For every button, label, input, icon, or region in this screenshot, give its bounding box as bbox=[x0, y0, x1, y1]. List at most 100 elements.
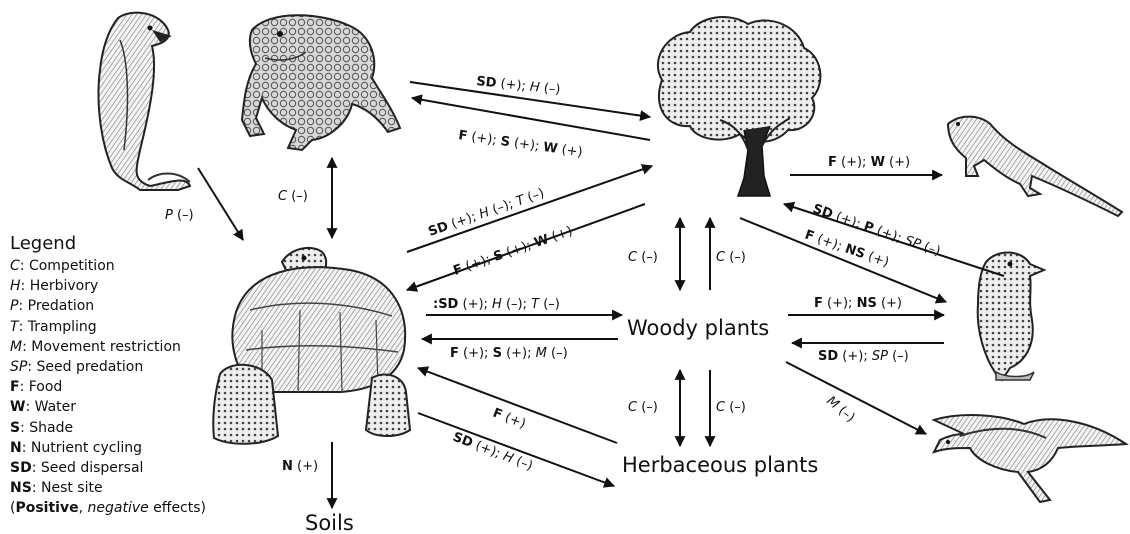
legend-text: Shade bbox=[29, 420, 73, 436]
legend-separator: : bbox=[18, 298, 27, 314]
edge-label-part: F bbox=[814, 296, 823, 311]
edge-label-iguana-tortoise: C (–) bbox=[278, 189, 308, 204]
legend-item: W: Water bbox=[10, 397, 230, 417]
legend-items: C: CompetitionH: HerbivoryP: PredationT:… bbox=[10, 256, 230, 498]
hawk-icon bbox=[99, 13, 191, 190]
edge-label-part: (+) bbox=[556, 142, 583, 160]
edge-label-part: (+); bbox=[496, 76, 531, 94]
edge-label-part: F bbox=[450, 346, 459, 361]
edge-label-part: (–) bbox=[637, 400, 658, 415]
legend-text: Nutrient cycling bbox=[31, 440, 142, 456]
edge-label-woody-to-albatross: M (–) bbox=[823, 394, 857, 426]
legend-separator: : bbox=[19, 319, 28, 335]
legend-symbol: NS bbox=[10, 480, 32, 496]
edge-label-tortoise-to-tree: SD (+); H (–); T (–) bbox=[426, 186, 546, 240]
soils-label: Soils bbox=[305, 511, 354, 534]
legend-symbol: H bbox=[10, 278, 21, 294]
edge-label-woody-herb-down: C (–) bbox=[716, 400, 746, 415]
legend-item: SD: Seed dispersal bbox=[10, 458, 230, 478]
legend-footer-sep: , bbox=[79, 500, 88, 516]
edge-label-part: (+); bbox=[458, 297, 492, 312]
albatross-icon bbox=[934, 415, 1126, 502]
legend-footer-negative: negative bbox=[88, 500, 149, 516]
legend-symbol: N bbox=[10, 440, 22, 456]
edge-label-tree-woody-up: C (–) bbox=[716, 250, 746, 265]
edge-label-part: (+); bbox=[459, 346, 493, 361]
edge-label-part: (+) bbox=[862, 248, 891, 270]
legend-separator: : bbox=[20, 258, 29, 274]
lava-lizard-icon bbox=[948, 117, 1122, 216]
edge-label-tree-woody-both: C (–) bbox=[628, 250, 658, 265]
edge-label-part: (–) bbox=[539, 297, 560, 312]
legend-separator: : bbox=[22, 339, 31, 355]
edge-label-tree-to-tortoise: F (+); S (+); W (+) bbox=[451, 224, 574, 279]
edge-label-part: (–) bbox=[173, 208, 194, 223]
legend-separator: : bbox=[27, 359, 36, 375]
edge-label-part: S bbox=[493, 346, 502, 361]
edge-label-part: (–) bbox=[888, 349, 909, 364]
edge-label-part: N bbox=[282, 459, 293, 474]
edge-label-tortoise-to-woody: :SD (+); H (–); T (–) bbox=[433, 297, 560, 312]
legend-symbol: T bbox=[10, 319, 19, 335]
legend-item: C: Competition bbox=[10, 256, 230, 276]
legend-symbol: S bbox=[10, 420, 20, 436]
legend-symbol: M bbox=[10, 339, 22, 355]
edge-label-part: (–) bbox=[547, 346, 568, 361]
edge-label-woody-to-tortoise: F (+); S (+); M (–) bbox=[450, 346, 568, 361]
edge-label-part: (+); bbox=[460, 251, 497, 276]
legend-item: NS: Nest site bbox=[10, 478, 230, 498]
edge-label-part: W bbox=[871, 155, 885, 170]
edge-label-part: (+); bbox=[501, 237, 538, 262]
edge-label-part: M bbox=[536, 346, 547, 361]
legend-separator: : bbox=[21, 278, 30, 294]
opuntia-tree-icon bbox=[658, 17, 820, 196]
edge-label-part: (+); bbox=[445, 208, 482, 233]
edge-label-part: (+); bbox=[871, 222, 908, 247]
edge-label-part: SD bbox=[818, 349, 838, 364]
legend-separator: : bbox=[25, 399, 34, 415]
edge-label-part: (+); bbox=[509, 135, 544, 155]
edge-label-part: (+); bbox=[466, 129, 501, 149]
legend-text: Predation bbox=[28, 298, 95, 314]
edge-label-tortoise-to-soils: N (+) bbox=[282, 459, 318, 474]
legend-separator: : bbox=[22, 440, 31, 456]
edge-label-herb-to-tortoise: F (+) bbox=[491, 406, 528, 432]
edge-label-part: (+) bbox=[877, 296, 902, 311]
legend-separator: : bbox=[20, 420, 29, 436]
legend-item: P: Predation bbox=[10, 296, 230, 316]
edge-label-part: (+) bbox=[293, 459, 318, 474]
edge-label-part: (+); bbox=[823, 296, 857, 311]
edge-label-woody-to-finch: F (+); NS (+) bbox=[814, 296, 902, 311]
legend-item: H: Herbivory bbox=[10, 276, 230, 296]
legend-text: Seed predation bbox=[37, 359, 144, 375]
edge-label-part: P bbox=[165, 208, 173, 223]
edge-label-part: (–); bbox=[487, 195, 520, 219]
edge-label-part: (–) bbox=[539, 81, 561, 98]
giant-tortoise-icon bbox=[213, 248, 410, 444]
edge-label-part: (–) bbox=[637, 250, 658, 265]
legend-item: M: Movement restriction bbox=[10, 337, 230, 357]
legend-symbol: SD bbox=[10, 460, 32, 476]
legend-separator: : bbox=[32, 480, 41, 496]
edge-label-part: (–) bbox=[725, 400, 746, 415]
legend-footer-close: effects) bbox=[149, 500, 206, 516]
legend-item: N: Nutrient cycling bbox=[10, 438, 230, 458]
legend-item: F: Food bbox=[10, 377, 230, 397]
edge-label-part: (–); bbox=[502, 297, 531, 312]
edge-label-part: (+) bbox=[546, 224, 575, 246]
edge-label-finch-to-woody: SD (+); SP (–) bbox=[818, 349, 909, 364]
arrow-herb-to-tortoise bbox=[418, 368, 617, 443]
legend-item: SP: Seed predation bbox=[10, 357, 230, 377]
edge-label-hawk-to-tortoise: P (–) bbox=[165, 208, 194, 223]
edge-label-part: NS bbox=[857, 296, 877, 311]
legend-text: Trampling bbox=[28, 319, 97, 335]
edge-label-part: SD bbox=[476, 74, 498, 91]
legend-symbol: C bbox=[10, 258, 20, 274]
edge-label-part: (+); bbox=[502, 346, 536, 361]
legend-text: Seed dispersal bbox=[41, 460, 144, 476]
edge-label-part: (+); bbox=[469, 437, 506, 463]
woody-plants-label: Woody plants bbox=[627, 316, 769, 340]
legend-symbol: F bbox=[10, 379, 20, 395]
arrow-woody-to-albatross bbox=[786, 362, 926, 434]
edge-label-part: (–) bbox=[287, 189, 308, 204]
